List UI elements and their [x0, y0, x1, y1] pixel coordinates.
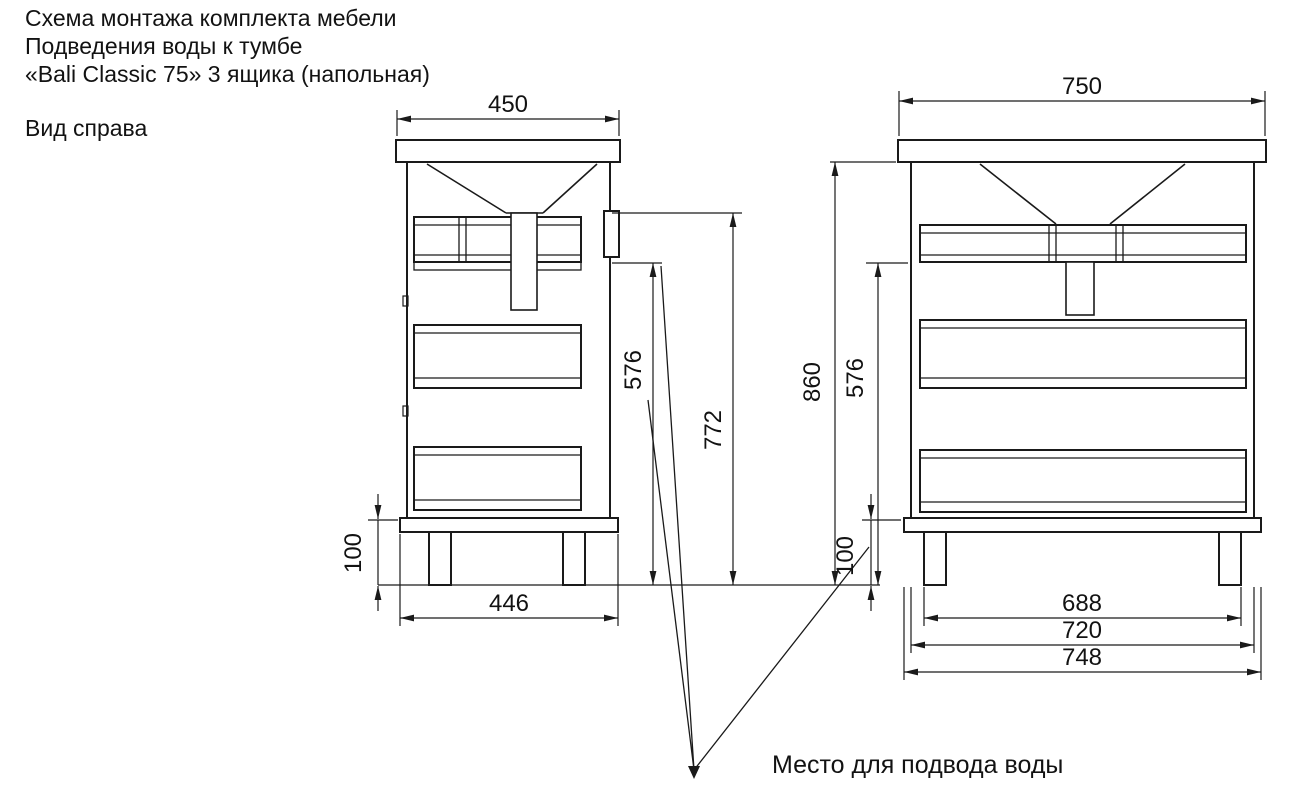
dim-576-front-label: 576	[842, 358, 869, 398]
side-drawer-2-details	[414, 332, 581, 379]
dim-748-extensions	[903, 587, 1262, 680]
dim-576-side-label: 576	[620, 350, 647, 390]
view-label: Вид справа	[25, 115, 147, 141]
dim-688-label: 688	[1062, 590, 1102, 617]
dim-100-side-label: 100	[340, 533, 367, 573]
front-countertop	[897, 139, 1267, 163]
dimension-labels: 450 446 100 576 772 750 860 576 100 688 …	[340, 73, 1102, 779]
dim-450-label: 450	[488, 91, 528, 118]
side-leg-right	[562, 531, 586, 586]
side-slide-mark-2	[402, 405, 409, 417]
front-drawer-3-details	[920, 457, 1246, 503]
dim-446-label: 446	[489, 590, 529, 617]
water-supply-leaders	[647, 265, 870, 779]
side-cabinet-body	[406, 161, 611, 519]
page-title-line1: Схема монтажа комплекта мебели	[25, 5, 397, 31]
dim-450-extensions	[396, 110, 620, 136]
front-drawer-3	[919, 449, 1247, 513]
page-title-line2: Подведения воды к тумбе	[25, 33, 302, 59]
dim-100-front-extensions	[862, 519, 901, 585]
side-drawer-1-rail	[413, 261, 582, 271]
side-drawer-1-details	[414, 217, 581, 262]
header-block: Схема монтажа комплекта мебели Подведени…	[25, 5, 430, 141]
side-wall-bracket	[603, 210, 620, 258]
front-view-cabinet	[897, 139, 1267, 586]
leader-lines	[647, 265, 870, 771]
front-drawer-2	[919, 319, 1247, 389]
side-base-plinth	[399, 517, 619, 533]
side-leg-left	[428, 531, 452, 586]
dim-772-label: 772	[700, 410, 727, 450]
side-drawer-3	[413, 446, 582, 511]
front-leg-left	[923, 531, 947, 586]
dim-100-side-extensions	[368, 519, 398, 585]
leader-arrow-icon	[688, 766, 700, 779]
front-leg-right	[1218, 531, 1242, 586]
side-drawer-2	[413, 324, 582, 389]
front-drawer-1-details	[920, 225, 1246, 262]
dim-750-label: 750	[1062, 73, 1102, 100]
dim-748-label: 748	[1062, 644, 1102, 671]
front-drain-pipe	[1065, 261, 1095, 316]
front-base-plinth	[903, 517, 1262, 533]
dim-860-label: 860	[799, 362, 826, 402]
side-drain-pipe	[510, 212, 538, 311]
dim-446-extensions	[399, 534, 619, 626]
side-countertop	[395, 139, 621, 163]
dimension-lines	[368, 91, 1266, 680]
side-drawer-3-details	[414, 454, 581, 501]
front-sink-funnel	[979, 163, 1186, 225]
side-slide-mark-1	[402, 295, 409, 307]
side-view-cabinet	[395, 139, 621, 586]
water-supply-label: Место для подвода воды	[772, 751, 1063, 779]
dim-720-label: 720	[1062, 617, 1102, 644]
dim-100-front-label: 100	[832, 536, 859, 576]
page-title-line3: «Bali Classic 75» 3 ящика (напольная)	[25, 61, 430, 87]
front-cabinet-body	[910, 161, 1255, 519]
front-drawer-2-details	[920, 327, 1246, 379]
